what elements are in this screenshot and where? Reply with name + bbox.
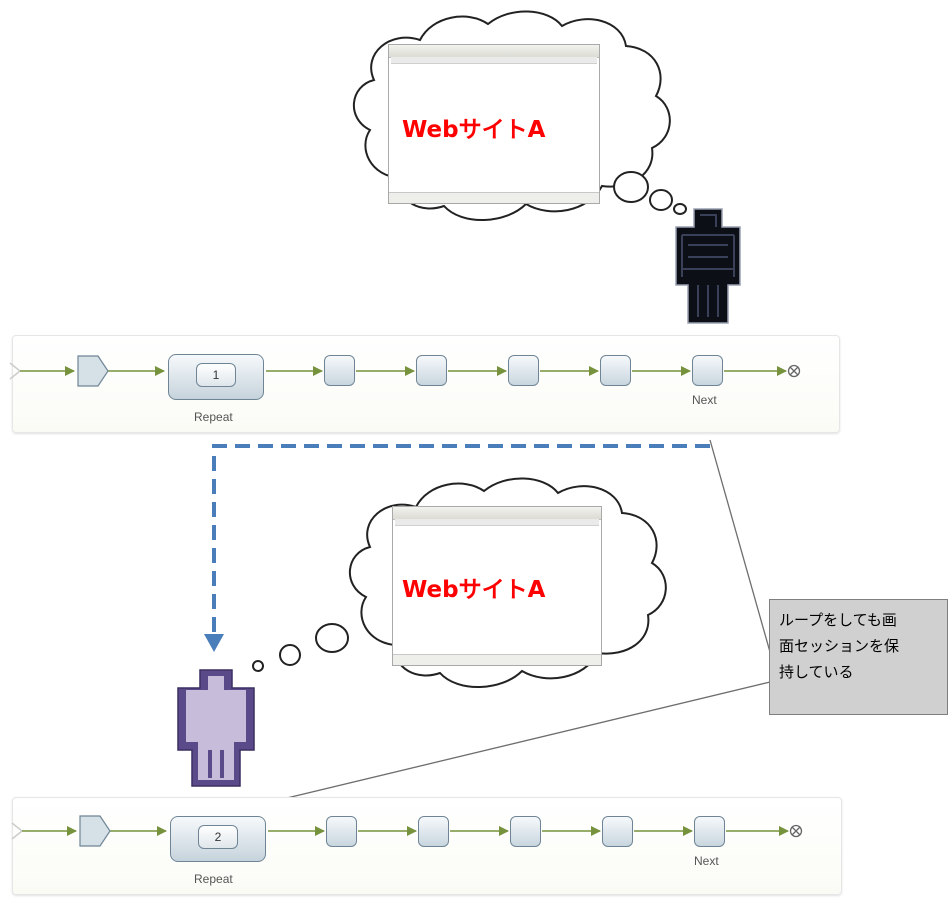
next-action-node-bottom[interactable] — [694, 816, 725, 847]
flow-action-node[interactable] — [324, 355, 355, 386]
browser-status-bar — [393, 654, 601, 665]
end-node-icon — [789, 824, 803, 838]
callout-line-2: 面セッションを保 — [779, 637, 900, 655]
next-label-top: Next — [692, 393, 717, 407]
next-label-bottom: Next — [694, 854, 719, 868]
browser-address-bar — [395, 519, 599, 526]
thought-bubbles-top — [613, 171, 687, 215]
repeat-action-bottom[interactable]: 2 — [170, 816, 266, 862]
flow-action-node[interactable] — [508, 355, 539, 386]
repeat-label-bottom: Repeat — [194, 872, 233, 886]
flow-action-node[interactable] — [600, 355, 631, 386]
repeat-action-top[interactable]: 1 — [168, 354, 264, 400]
browser-window-icon — [392, 506, 602, 666]
robot-icon — [177, 669, 255, 787]
end-node-icon — [787, 364, 801, 378]
repeat-label-top: Repeat — [194, 410, 233, 424]
thought-text-bottom: WebサイトA — [402, 577, 546, 603]
flow-action-node[interactable] — [602, 816, 633, 847]
flow-arrows-bottom — [11, 815, 803, 847]
loop-arrow — [212, 444, 710, 640]
thought-text-top: WebサイトA — [402, 117, 546, 143]
flow-action-node[interactable] — [418, 816, 449, 847]
robot-icon — [675, 208, 741, 324]
callout-pointer-top — [709, 439, 771, 653]
thought-bubbles-bottom — [252, 623, 349, 672]
flow-action-node[interactable] — [416, 355, 447, 386]
callout-pointer-bottom — [261, 681, 771, 805]
flow-arrows-top — [9, 355, 801, 387]
loop-arrow-head — [204, 634, 224, 652]
repeat-count-top: 1 — [196, 363, 236, 387]
flow-start-shape — [79, 815, 111, 847]
flow-start-shape — [77, 355, 109, 387]
next-action-node-top[interactable] — [692, 355, 723, 386]
callout-line-3: 持している — [779, 663, 854, 681]
session-callout: ループをしても画 面セッションを保 持している — [769, 599, 948, 715]
flow-action-node[interactable] — [510, 816, 541, 847]
browser-window-icon — [388, 44, 600, 204]
start-node-icon — [11, 822, 24, 840]
flow-action-node[interactable] — [326, 816, 357, 847]
repeat-count-bottom: 2 — [198, 825, 238, 849]
start-node-icon — [9, 362, 22, 380]
callout-line-1: ループをしても画 — [779, 611, 897, 629]
browser-address-bar — [391, 57, 597, 64]
browser-status-bar — [389, 192, 599, 203]
